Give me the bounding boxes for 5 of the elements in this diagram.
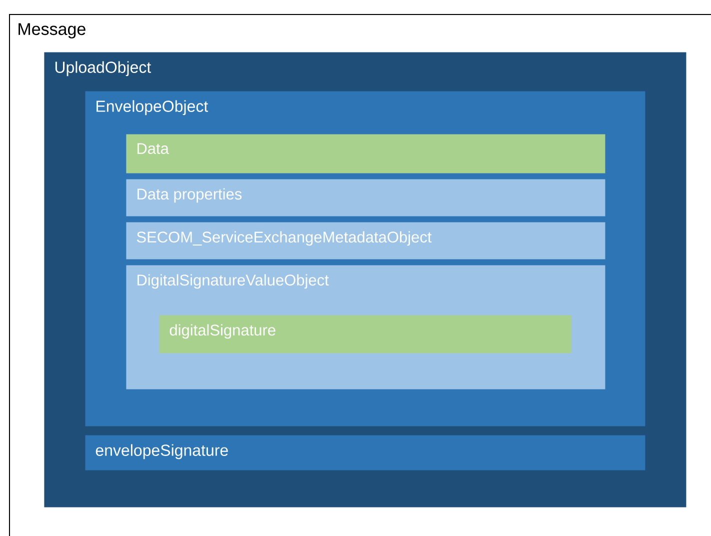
property-box: Data properties bbox=[126, 179, 606, 216]
data-box: digitalSignature bbox=[159, 315, 572, 354]
property-box: SECOM_ServiceExchangeMetadataObject bbox=[126, 222, 606, 260]
data-box: Data bbox=[126, 134, 606, 174]
signature-box: envelopeSignature bbox=[85, 435, 646, 470]
